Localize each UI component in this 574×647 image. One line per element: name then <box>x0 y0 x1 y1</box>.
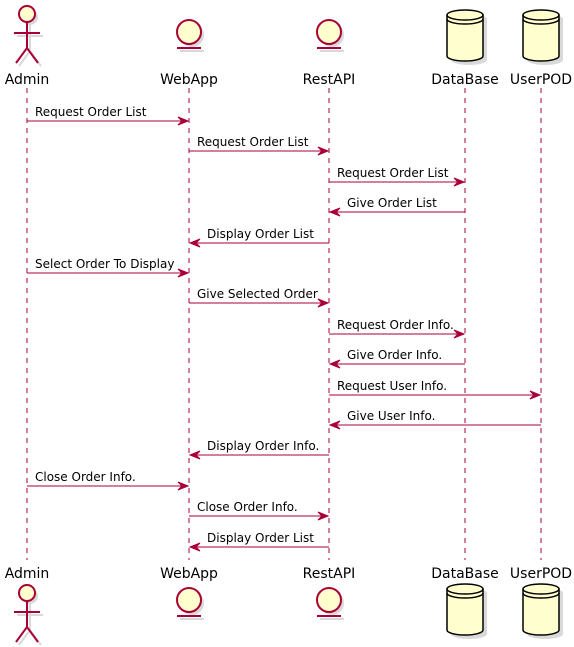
participant-label: WebApp <box>160 566 218 582</box>
message-12: Display Order Info. <box>188 439 329 460</box>
database-cylinder <box>522 583 560 636</box>
arrowhead-icon <box>188 238 201 248</box>
database-cylinder <box>522 9 560 62</box>
message-label: Close Order Info. <box>197 500 298 514</box>
message-label: Give User Info. <box>347 409 435 423</box>
participant-label: Admin <box>5 72 50 88</box>
message-2: Request Order List <box>189 135 330 156</box>
actor-body <box>14 22 40 64</box>
message-label: Request Order Info. <box>337 318 454 332</box>
participant-webapp-bottom: WebApp <box>160 566 218 620</box>
participant-label: RestAPI <box>303 566 356 582</box>
message-label: Give Order Info. <box>347 348 442 362</box>
message-5: Display Order List <box>188 227 329 248</box>
message-13: Close Order Info. <box>27 470 190 491</box>
arrowhead-icon <box>177 481 190 491</box>
participant-userpod-top: UserPOD <box>510 9 572 88</box>
entity-circle <box>316 19 342 45</box>
message-label: Request Order List <box>35 105 147 119</box>
message-11: Give User Info. <box>328 409 541 430</box>
participant-label: UserPOD <box>510 566 572 582</box>
entity-icon <box>316 19 344 52</box>
participant-database-top: DataBase <box>431 9 499 88</box>
actor-icon <box>14 584 43 646</box>
arrowhead-icon <box>188 450 201 460</box>
message-8: Request Order Info. <box>329 318 466 339</box>
entity-circle <box>176 587 202 613</box>
arrowhead-icon <box>317 146 330 156</box>
message-label: Request Order List <box>197 135 309 149</box>
participant-userpod-bottom: UserPOD <box>510 566 572 639</box>
message-label: Request User Info. <box>337 379 447 393</box>
participant-database-bottom: DataBase <box>431 566 499 639</box>
arrowhead-icon <box>188 542 201 552</box>
message-label: Select Order To Display <box>35 257 174 271</box>
message-15: Display Order List <box>188 531 329 552</box>
message-label: Give Selected Order <box>197 287 318 301</box>
arrowhead-icon <box>328 359 341 369</box>
database-cylinder <box>446 583 484 636</box>
database-icon <box>446 9 487 65</box>
entity-circle <box>176 19 202 45</box>
arrowhead-icon <box>453 177 466 187</box>
participant-admin-top: Admin <box>5 5 50 88</box>
arrowhead-icon <box>328 420 341 430</box>
participant-restapi-top: RestAPI <box>303 19 356 88</box>
participant-restapi-bottom: RestAPI <box>303 566 356 620</box>
participant-admin-bottom: Admin <box>5 566 50 646</box>
message-label: Request Order List <box>337 166 449 180</box>
arrowhead-icon <box>453 329 466 339</box>
database-icon <box>522 9 563 65</box>
actor-icon <box>14 5 43 67</box>
message-6: Select Order To Display <box>27 257 190 278</box>
message-3: Request Order List <box>329 166 466 187</box>
message-7: Give Selected Order <box>189 287 330 308</box>
database-icon <box>522 583 563 639</box>
message-10: Request User Info. <box>329 379 542 400</box>
message-label: Display Order List <box>207 227 314 241</box>
message-4: Give Order List <box>328 196 465 217</box>
actor-body <box>14 601 40 643</box>
participant-label: RestAPI <box>303 72 356 88</box>
participant-webapp-top: WebApp <box>160 19 218 88</box>
database-cylinder <box>446 9 484 62</box>
participant-label: WebApp <box>160 72 218 88</box>
arrowhead-icon <box>317 511 330 521</box>
message-14: Close Order Info. <box>189 500 330 521</box>
participant-label: DataBase <box>431 566 499 582</box>
message-1: Request Order List <box>27 105 190 126</box>
actor-head <box>18 5 36 23</box>
participant-label: UserPOD <box>510 72 572 88</box>
arrowhead-icon <box>177 268 190 278</box>
participant-label: Admin <box>5 566 50 582</box>
arrowhead-icon <box>529 390 542 400</box>
arrowhead-icon <box>317 298 330 308</box>
message-label: Display Order Info. <box>207 439 319 453</box>
arrowhead-icon <box>177 116 190 126</box>
entity-circle <box>316 587 342 613</box>
message-label: Display Order List <box>207 531 314 545</box>
actor-head <box>18 584 36 602</box>
message-label: Give Order List <box>347 196 437 210</box>
entity-icon <box>176 587 204 620</box>
participant-label: DataBase <box>431 72 499 88</box>
message-9: Give Order Info. <box>328 348 465 369</box>
message-label: Close Order Info. <box>35 470 136 484</box>
entity-icon <box>316 587 344 620</box>
arrowhead-icon <box>328 207 341 217</box>
entity-icon <box>176 19 204 52</box>
database-icon <box>446 583 487 639</box>
